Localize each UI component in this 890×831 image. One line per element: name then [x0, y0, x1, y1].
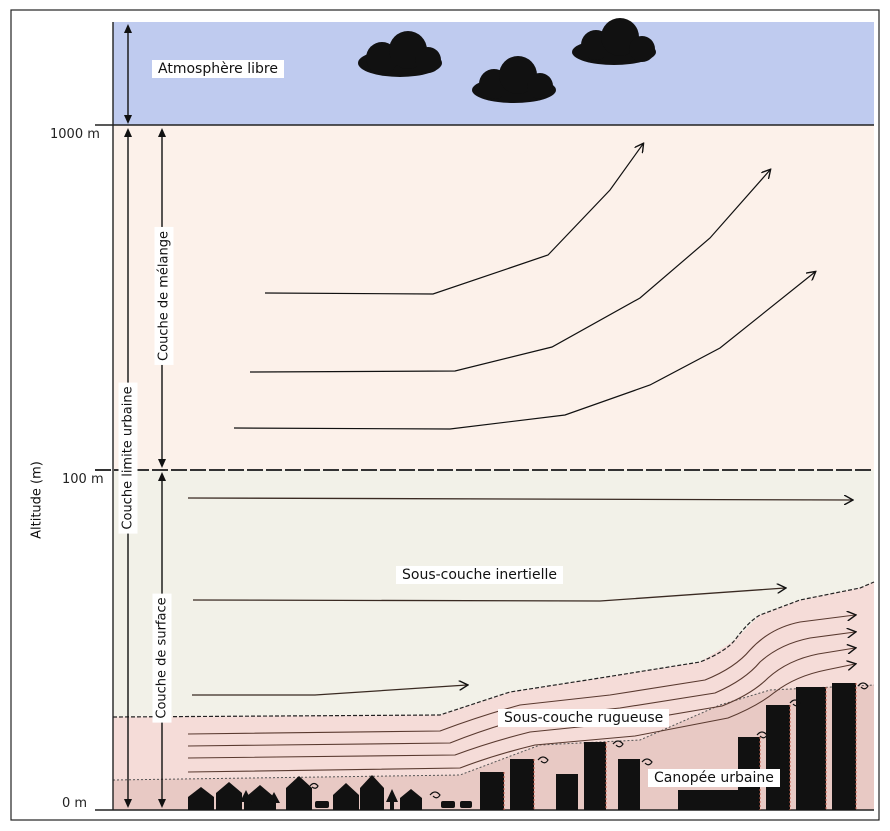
city-silhouette [188, 682, 869, 810]
car-icon [460, 801, 472, 808]
building-icon [510, 759, 534, 810]
car-icon [315, 801, 329, 808]
tick-1000m: 1000 m [50, 127, 100, 142]
tree-icon [386, 789, 398, 810]
cloud-icon [358, 31, 442, 77]
urban-canopy-label: Canopée urbaine [648, 769, 780, 787]
roughness-sublayer-label: Sous-couche rugueuse [498, 709, 670, 727]
building-icon [678, 790, 738, 810]
house-icon [247, 785, 273, 810]
y-axis-label: Altitude (m) [29, 461, 45, 539]
building-icon [796, 687, 826, 810]
house-icon [188, 787, 214, 810]
tick-0m: 0 m [62, 796, 88, 811]
house-icon [400, 789, 422, 810]
surface-layer-label: Couche de surface [152, 593, 172, 723]
house-icon [216, 782, 242, 810]
building-icon [584, 742, 606, 810]
building-icon [556, 774, 578, 810]
tree-icon [268, 792, 280, 810]
mixing-layer-band [113, 125, 874, 470]
tree-icon [240, 790, 252, 810]
building-icon [480, 772, 504, 810]
house-icon [360, 775, 384, 810]
building-icon [766, 705, 790, 810]
inertial-sublayer-band [113, 470, 874, 717]
building-icon [618, 759, 640, 810]
mixing-layer-label: Couche de mélange [154, 227, 174, 365]
mixing-flow-arrows [233, 144, 815, 430]
boundary-layer-label: Couche limite urbaine [118, 382, 138, 534]
house-icon [286, 776, 312, 810]
free-atmosphere-label: Atmosphère libre [152, 60, 284, 78]
cloud-icon [472, 56, 556, 103]
roughness-flow-lines [187, 615, 855, 773]
inertial-sublayer-label: Sous-couche inertielle [396, 566, 563, 584]
building-icon [832, 683, 856, 810]
house-icon [333, 783, 359, 810]
cloud-icon [572, 18, 656, 65]
tick-100m: 100 m [62, 472, 104, 487]
car-icon [441, 801, 455, 808]
roughness-top-boundary [112, 581, 875, 718]
inertial-flow-arrows [187, 498, 852, 696]
